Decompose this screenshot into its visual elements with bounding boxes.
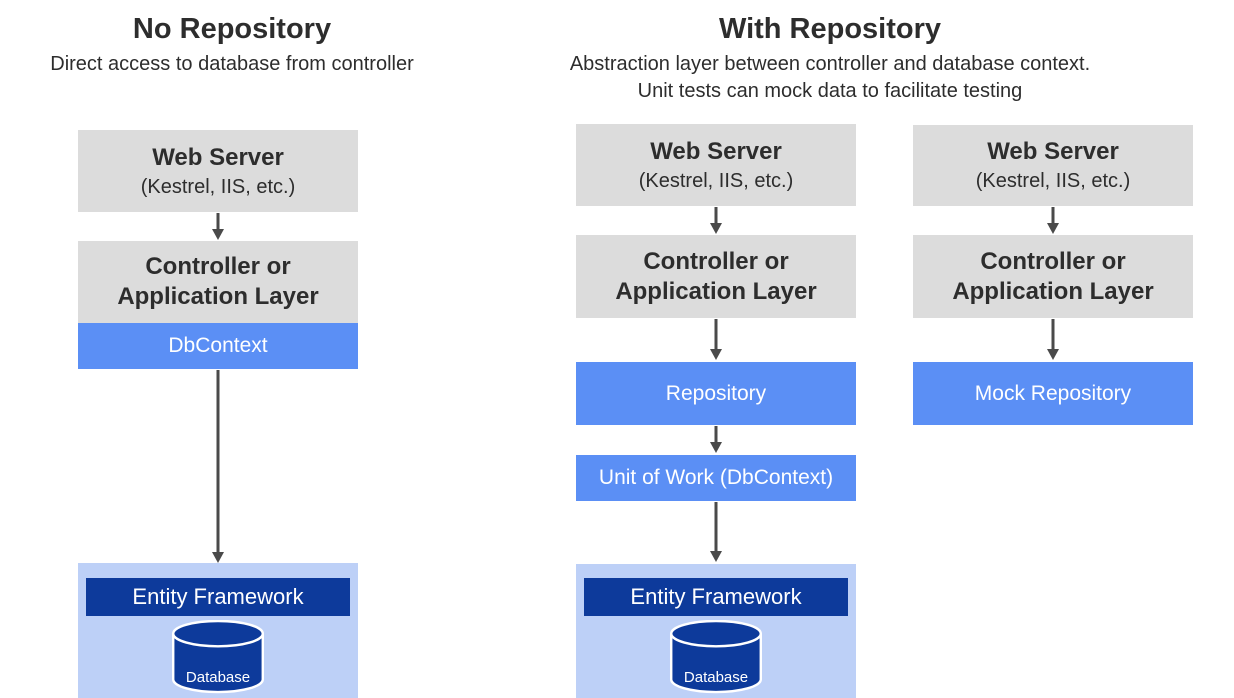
arrow-shaft bbox=[714, 502, 718, 552]
arrow-head-icon bbox=[1047, 223, 1059, 234]
arrow-head-icon bbox=[710, 349, 722, 360]
flow-arrow bbox=[1047, 319, 1059, 360]
right-controller-box: Controller or Application Layer bbox=[913, 235, 1193, 318]
arrow-shaft bbox=[714, 319, 718, 350]
arrow-head-icon bbox=[1047, 349, 1059, 360]
repository-label: Repository bbox=[665, 381, 767, 405]
flow-arrow bbox=[212, 213, 224, 240]
database-icon bbox=[669, 620, 763, 694]
web-server-label: Web Server bbox=[152, 143, 284, 171]
right-web-server-box: Web Server (Kestrel, IIS, etc.) bbox=[913, 125, 1193, 206]
arrow-shaft bbox=[714, 207, 718, 224]
arrow-shaft bbox=[1051, 207, 1055, 224]
arrow-head-icon bbox=[710, 551, 722, 562]
unit-of-work-label: Unit of Work (DbContext) bbox=[598, 466, 834, 489]
flow-arrow bbox=[710, 207, 722, 234]
controller-label-line1: Controller or bbox=[643, 247, 789, 275]
flow-arrow bbox=[710, 426, 722, 453]
web-server-label: Web Server bbox=[987, 138, 1119, 165]
with-repository-subtitle: Abstraction layer between controller and… bbox=[500, 51, 1160, 105]
middle-entity-framework-container: Entity Framework Database bbox=[576, 564, 856, 698]
arrow-shaft bbox=[1051, 319, 1055, 350]
with-repository-title: With Repository bbox=[718, 13, 942, 45]
web-server-label: Web Server bbox=[650, 137, 782, 165]
entity-framework-bar: Entity Framework bbox=[86, 578, 350, 616]
flow-arrow bbox=[710, 319, 722, 360]
middle-web-server-box: Web Server (Kestrel, IIS, etc.) bbox=[576, 124, 856, 206]
with-repository-title-block: With Repository Abstraction layer betwee… bbox=[500, 13, 1160, 105]
controller-label-line1: Controller or bbox=[145, 253, 291, 280]
database-cylinder: Database bbox=[667, 620, 765, 694]
mock-repository-box: Mock Repository bbox=[913, 362, 1193, 425]
middle-controller-box: Controller or Application Layer bbox=[576, 235, 856, 318]
controller-label-line2: Application Layer bbox=[117, 283, 319, 310]
left-controller-box: Controller or Application Layer bbox=[78, 241, 358, 323]
arrow-head-icon bbox=[212, 552, 224, 563]
arrow-shaft bbox=[216, 370, 220, 553]
arrow-head-icon bbox=[212, 229, 224, 240]
unit-of-work-box: Unit of Work (DbContext) bbox=[576, 455, 856, 501]
arrow-head-icon bbox=[710, 442, 722, 453]
left-web-server-box: Web Server (Kestrel, IIS, etc.) bbox=[78, 130, 358, 212]
flow-arrow bbox=[1047, 207, 1059, 234]
with-repository-subtitle-line1: Abstraction layer between controller and… bbox=[569, 53, 1091, 76]
entity-framework-bar: Entity Framework bbox=[584, 578, 848, 616]
web-server-sublabel: (Kestrel, IIS, etc.) bbox=[140, 175, 296, 198]
arrow-head-icon bbox=[710, 223, 722, 234]
no-repository-title: No Repository bbox=[132, 13, 332, 45]
database-label: Database bbox=[683, 669, 749, 686]
arrow-shaft bbox=[216, 213, 220, 230]
arrow-shaft bbox=[714, 426, 718, 443]
web-server-sublabel: (Kestrel, IIS, etc.) bbox=[638, 169, 794, 192]
repository-box: Repository bbox=[576, 362, 856, 425]
flow-arrow bbox=[710, 502, 722, 562]
controller-label-line2: Application Layer bbox=[615, 277, 817, 305]
mock-repository-label: Mock Repository bbox=[974, 381, 1132, 405]
no-repository-title-block: No Repository Direct access to database … bbox=[0, 13, 464, 78]
no-repository-subtitle: Direct access to database from controlle… bbox=[50, 53, 414, 76]
dbcontext-box: DbContext bbox=[78, 323, 358, 369]
database-cylinder: Database bbox=[169, 620, 267, 694]
database-icon bbox=[171, 620, 265, 694]
controller-label-line1: Controller or bbox=[980, 247, 1126, 275]
dbcontext-label: DbContext bbox=[168, 334, 268, 357]
controller-label-line2: Application Layer bbox=[952, 277, 1154, 305]
flow-arrow bbox=[212, 370, 224, 563]
with-repository-subtitle-line2: Unit tests can mock data to facilitate t… bbox=[637, 80, 1023, 103]
left-entity-framework-container: Entity Framework Database bbox=[78, 563, 358, 698]
web-server-sublabel: (Kestrel, IIS, etc.) bbox=[975, 170, 1131, 192]
database-label: Database bbox=[185, 669, 251, 686]
